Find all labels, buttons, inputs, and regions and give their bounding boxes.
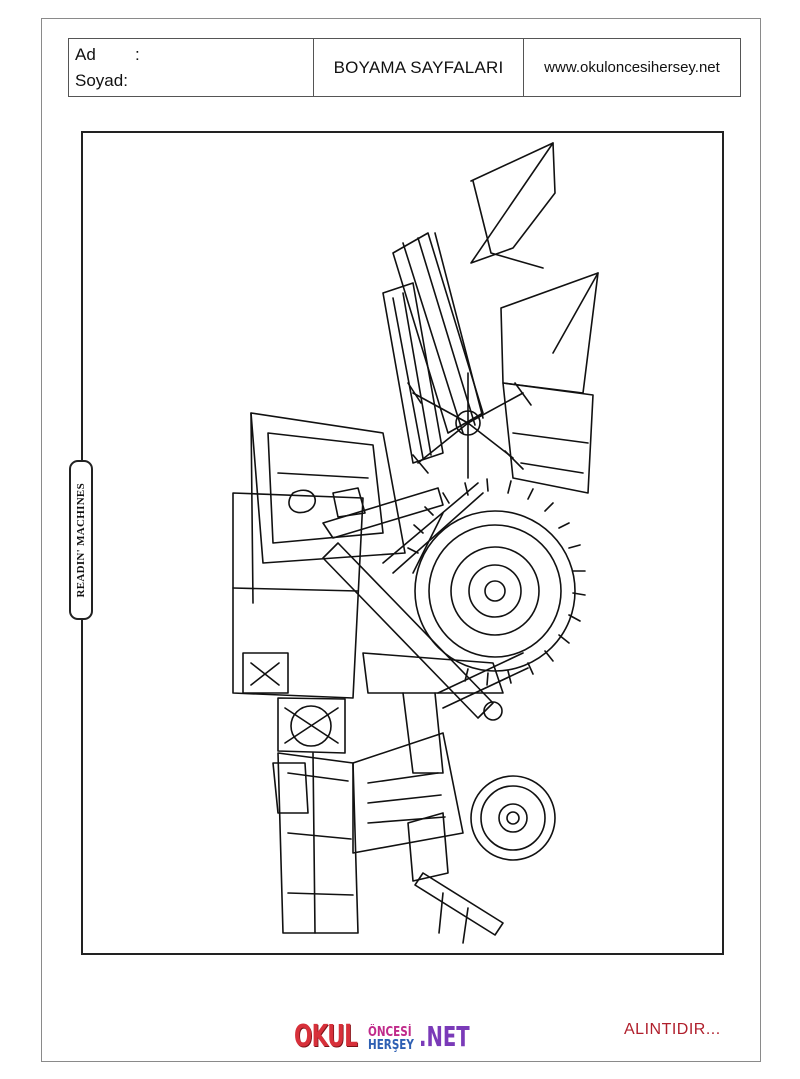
combine-harvester-drawing bbox=[232, 142, 599, 944]
front-wheel bbox=[407, 478, 586, 686]
logo-okul: OKUL bbox=[294, 1019, 358, 1054]
reel-hub bbox=[407, 372, 532, 479]
logo-net: .NET bbox=[419, 1020, 470, 1053]
name-colon: : bbox=[135, 45, 140, 64]
name-label: Ad bbox=[75, 45, 96, 64]
rear-wheel bbox=[470, 775, 556, 861]
site-logo: OKUL ÖNCESİ HERŞEY .NET bbox=[294, 1008, 474, 1054]
page-border bbox=[41, 18, 761, 1062]
name-cell: Ad : Soyad: bbox=[69, 39, 314, 96]
coloring-frame bbox=[81, 131, 724, 955]
worksheet-header: Ad : Soyad: BOYAMA SAYFALARI www.okulonc… bbox=[68, 38, 741, 97]
surname-label: Soyad: bbox=[75, 71, 128, 90]
website-label: www.okuloncesihersey.net bbox=[544, 59, 720, 76]
page-title: BOYAMA SAYFALARI bbox=[314, 39, 524, 96]
logo-middle: ÖNCESİ HERŞEY bbox=[368, 1026, 425, 1052]
logo-oncesi: ÖNCESİ bbox=[367, 1025, 412, 1040]
credit-text: ALINTIDIR... bbox=[624, 1021, 721, 1038]
readin-machines-tag: READIN' MACHINES bbox=[69, 460, 93, 620]
logo-hersey: HERŞEY bbox=[367, 1038, 414, 1053]
side-tag-text: READIN' MACHINES bbox=[75, 482, 87, 598]
